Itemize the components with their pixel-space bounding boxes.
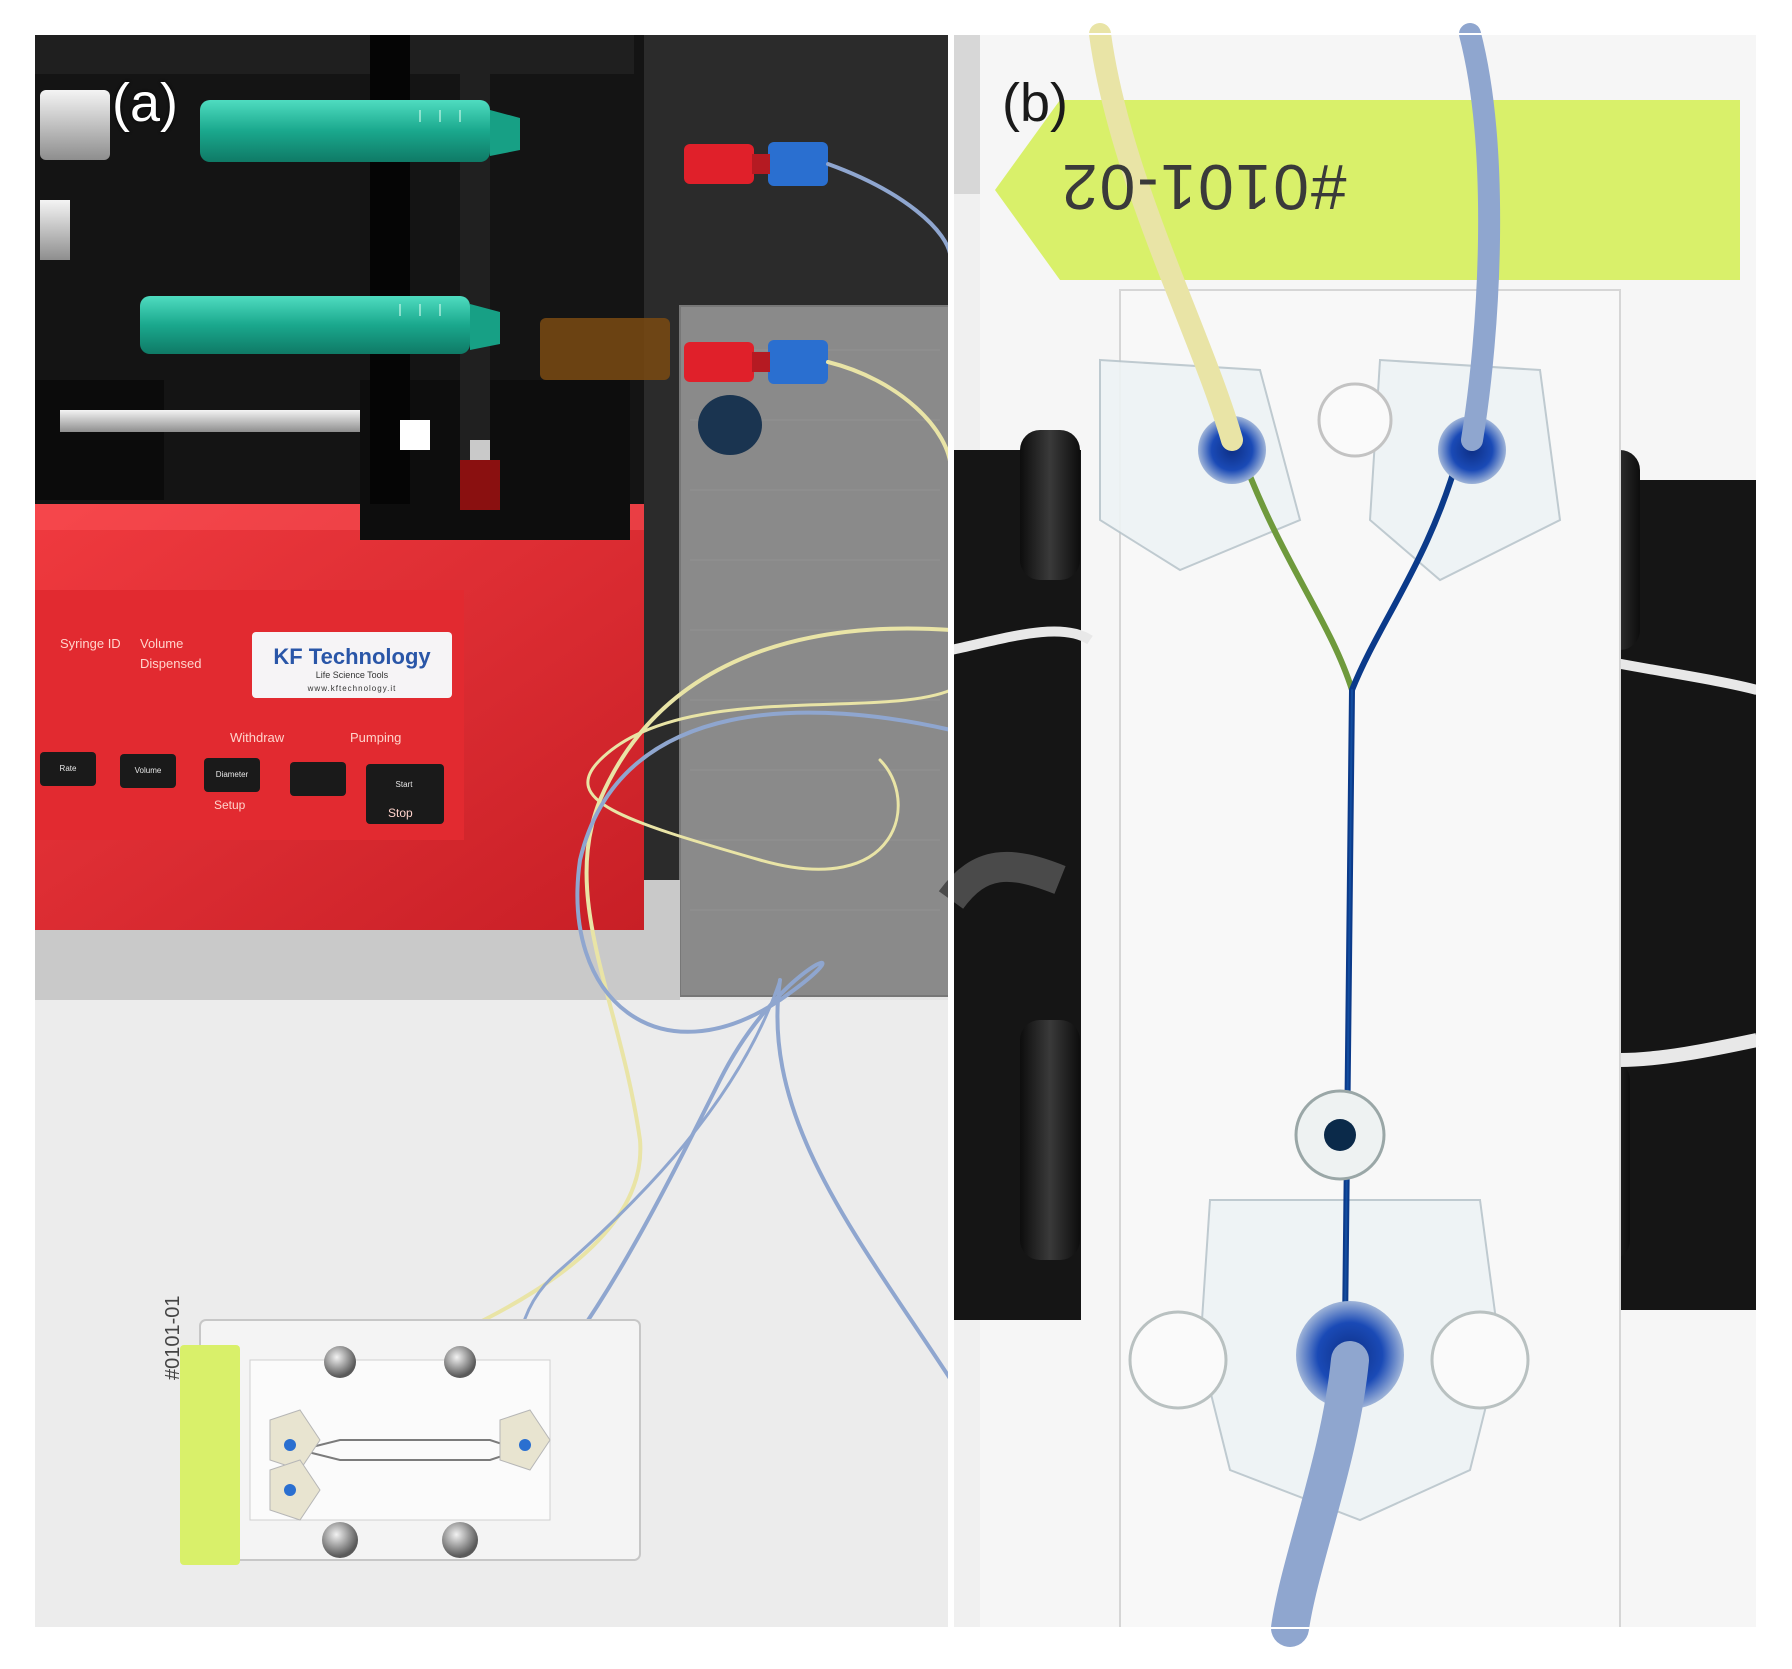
chip-label-a: #0101-01	[162, 1295, 184, 1380]
side-well-right	[1430, 1310, 1530, 1410]
guide-rod	[60, 410, 360, 432]
chip-bolt	[324, 1346, 356, 1378]
microfluidic-chip-a	[180, 1319, 641, 1565]
panel-b	[938, 23, 1759, 1647]
pump-button-volume: Volume	[120, 754, 176, 788]
pump-stop-label: Stop	[388, 806, 413, 820]
pump-button-diameter: Diameter	[204, 758, 260, 792]
luer-connector-top	[684, 142, 828, 186]
chip-bolt	[322, 1522, 358, 1558]
panel-a	[34, 34, 953, 1628]
pump-button-label: Rate	[59, 764, 77, 773]
label-tape	[995, 100, 1740, 280]
indicator-syringe-id: Syringe ID	[60, 636, 121, 651]
empty-well	[1317, 382, 1393, 458]
pump-button-blank	[290, 762, 346, 796]
syringe-top	[200, 100, 520, 162]
binder-clip-left	[938, 430, 1093, 1320]
pump-button-label: Diameter	[215, 770, 249, 779]
brand-tagline: Life Science Tools	[315, 670, 389, 680]
chip-label-b: #0101-02	[1060, 151, 1347, 223]
y-channel	[1237, 447, 1463, 1333]
indicator-pumping: Pumping	[350, 730, 402, 745]
pump-setup-label: Setup	[214, 798, 246, 812]
brand-sticker: KF Technology Life Science Tools www.kft…	[252, 632, 452, 698]
luer-connector-bottom	[684, 340, 828, 384]
indicator-dispensed: Dispensed	[140, 656, 202, 671]
panel-label-b: (b)	[1002, 73, 1068, 133]
pump-button-start: Start	[366, 764, 444, 824]
syringe-bottom	[140, 296, 670, 380]
indicator-withdraw: Withdraw	[230, 730, 285, 745]
syringe-pump	[34, 34, 644, 930]
brand-url: www.kftechnology.it	[307, 684, 397, 693]
chip-bolt	[444, 1346, 476, 1378]
panel-label-a: (a)	[112, 73, 178, 133]
brand-name: KF Technology	[273, 644, 431, 669]
side-well-left	[1128, 1310, 1228, 1410]
tubing-panel-b	[1089, 23, 1501, 1647]
pump-button-label: Volume	[134, 766, 162, 775]
pump-button-rate: Rate	[40, 752, 96, 786]
indicator-volume: Volume	[140, 636, 184, 651]
chip-bolt	[442, 1522, 478, 1558]
pump-button-label: Start	[395, 780, 413, 789]
